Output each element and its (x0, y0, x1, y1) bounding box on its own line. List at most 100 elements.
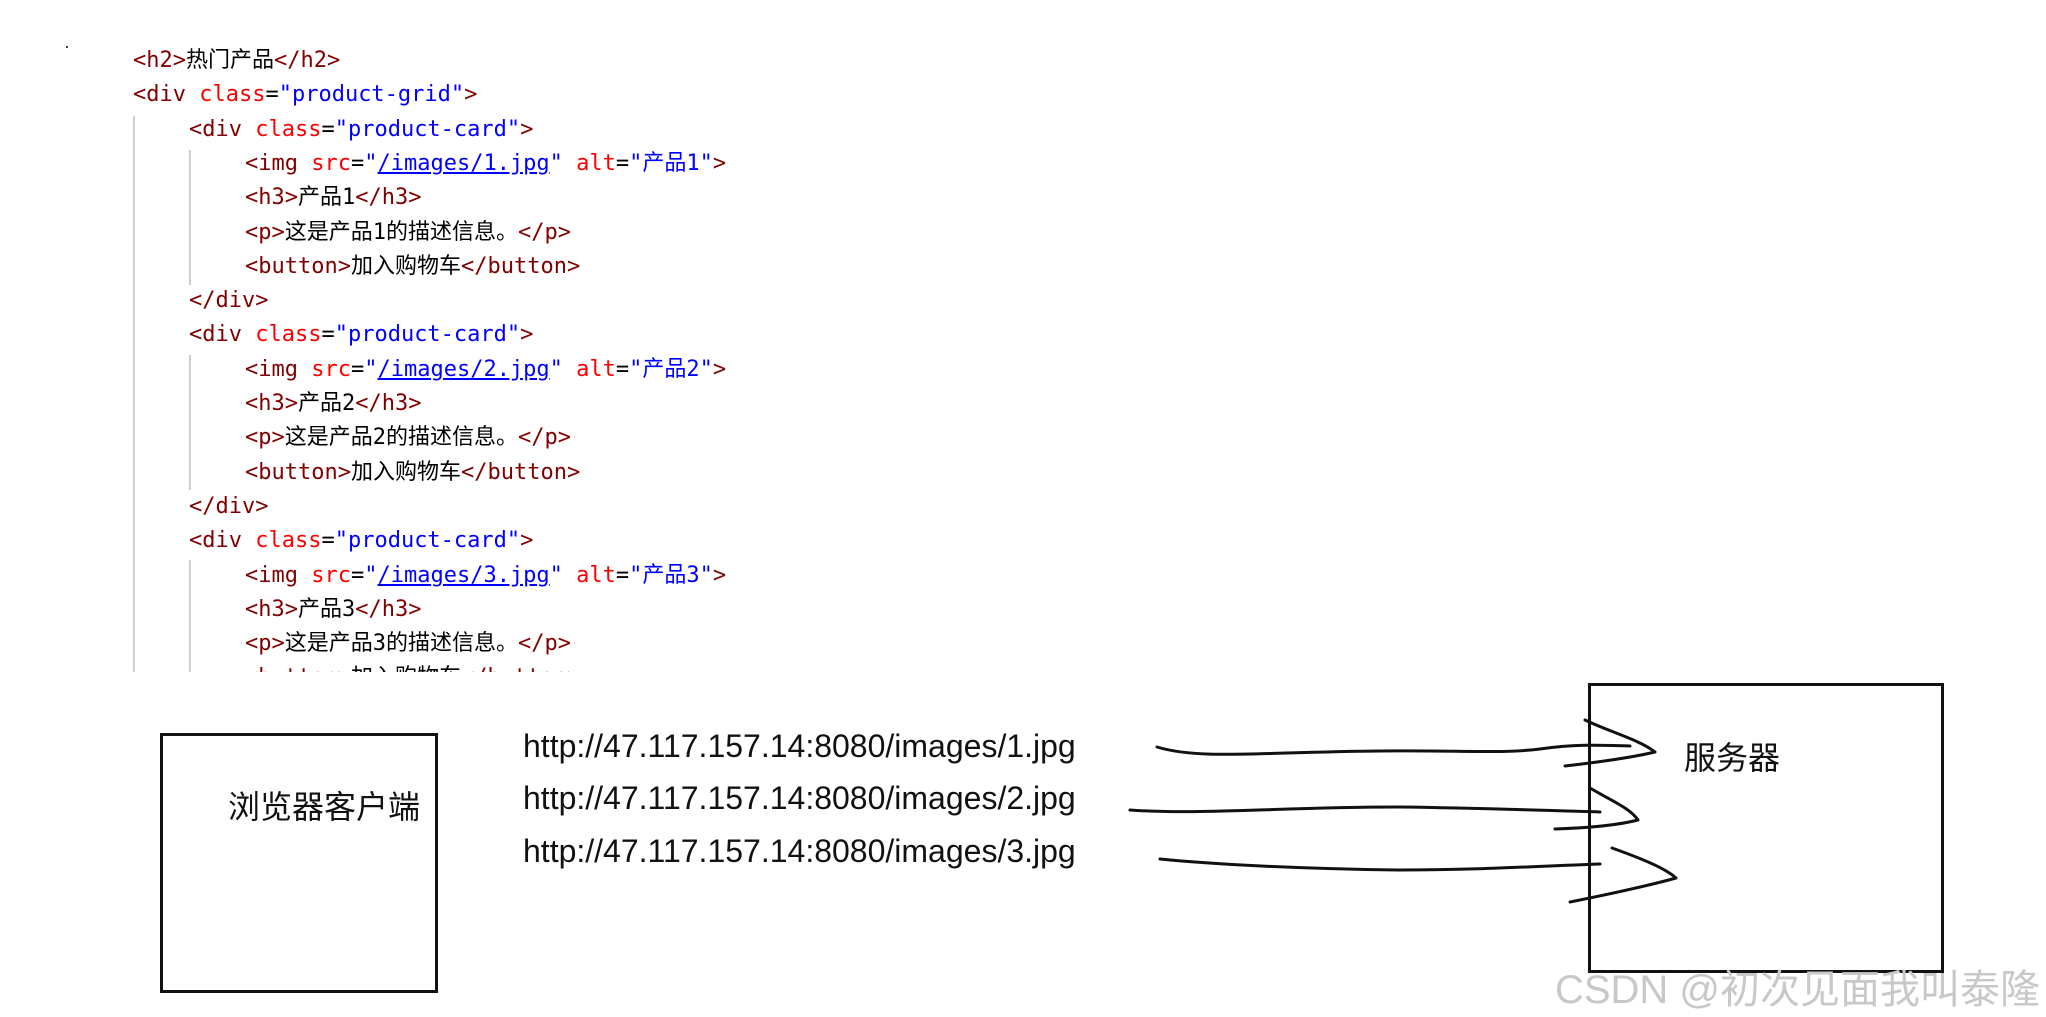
code-token: <div (189, 117, 256, 142)
code-token: </button> (460, 254, 581, 279)
code-token: <div (189, 322, 256, 347)
code-token: > (464, 82, 478, 107)
code-token: "product-card" (334, 117, 521, 142)
code-listing: <h2>热门产品</h2><div class="product-grid"><… (0, 0, 900, 672)
code-link[interactable]: /images/2.jpg (377, 357, 550, 382)
code-token: <img (245, 357, 312, 382)
code-token: alt (576, 563, 616, 588)
code-token: src (311, 151, 351, 176)
client-box (160, 733, 438, 993)
code-token: = (265, 82, 279, 107)
code-token: </h2> (274, 48, 341, 73)
arrowhead-3 (1568, 846, 1678, 904)
code-token: " (549, 151, 563, 176)
code-line: </div> (189, 492, 268, 526)
code-token: <p> (245, 425, 285, 450)
code-token: = (321, 322, 335, 347)
code-token: alt (576, 357, 616, 382)
code-token: 加入购物车 (350, 460, 461, 485)
code-line: <h2>热门产品</h2> (133, 46, 340, 80)
code-token: <button> (245, 254, 351, 279)
code-link[interactable]: /images/3.jpg (377, 563, 550, 588)
code-token: src (311, 563, 351, 588)
code-token: class (199, 82, 266, 107)
code-token: </button> (460, 460, 581, 485)
request-arrow-2 (1128, 805, 1602, 814)
code-token: "product-grid" (278, 82, 465, 107)
client-label: 浏览器客户端 (228, 789, 421, 825)
code-token: </h3> (355, 391, 422, 416)
code-token: class (255, 528, 322, 553)
indent-guide (189, 150, 191, 285)
code-token: class (255, 117, 322, 142)
code-token: <div (189, 528, 256, 553)
arrowhead-1 (1563, 718, 1657, 768)
code-line: <h3>产品1</h3> (245, 183, 421, 217)
code-token: <div (133, 82, 200, 107)
server-label: 服务器 (1684, 740, 1781, 776)
watermark: CSDN @初次见面我叫泰隆 (1554, 968, 2040, 1012)
code-token: "product-card" (334, 528, 521, 553)
arrowhead-2 (1553, 786, 1640, 831)
code-line: </div> (189, 286, 268, 320)
code-token: <img (245, 151, 312, 176)
code-token: alt (576, 151, 616, 176)
code-token: = (615, 357, 630, 382)
code-token: > (712, 357, 727, 382)
code-token: " (549, 357, 563, 382)
code-token: "产品3" (629, 563, 713, 588)
code-token: <h3> (245, 185, 298, 210)
code-line: <div class="product-card"> (189, 320, 533, 354)
request-arrow-3 (1158, 857, 1602, 872)
code-token: src (311, 357, 351, 382)
code-token: = (615, 151, 630, 176)
code-token: 这是产品2的描述信息。 (284, 425, 518, 450)
code-token: </div> (189, 494, 269, 519)
request-arrow-1 (1155, 743, 1632, 756)
code-token: = (350, 357, 365, 382)
code-line: <img src="/images/2.jpg" alt="产品2"> (245, 355, 726, 389)
code-token: = (321, 117, 335, 142)
code-token: " (549, 563, 563, 588)
stray-dot: · (64, 36, 70, 56)
code-line: <img src="/images/3.jpg" alt="产品3"> (245, 561, 726, 595)
code-line: <img src="/images/1.jpg" alt="产品1"> (245, 149, 726, 183)
code-token: 热门产品 (185, 48, 274, 73)
code-token: <img (245, 563, 312, 588)
code-token: 产品2 (297, 391, 356, 416)
code-token: </p> (518, 425, 571, 450)
request-url-2: http://47.117.157.14:8080/images/2.jpg (523, 780, 1076, 816)
code-token: <button> (245, 665, 351, 672)
code-token: 加入购物车 (351, 665, 461, 672)
code-line: <button>加入购物车</button> (245, 458, 580, 492)
code-line: <button>加入购物车</button> (245, 663, 580, 672)
code-line: <p>这是产品3的描述信息。</p> (245, 629, 571, 663)
code-token: 这是产品3的描述信息。 (284, 631, 518, 656)
code-token: class (255, 322, 322, 347)
code-line: <h3>产品2</h3> (245, 389, 421, 423)
code-token: </h3> (355, 185, 422, 210)
code-token: 加入购物车 (350, 254, 461, 279)
code-line: <h3>产品3</h3> (245, 595, 421, 629)
code-token: <button> (245, 460, 351, 485)
indent-guide (189, 560, 191, 672)
code-line: <div class="product-card"> (189, 526, 533, 560)
code-token: > (712, 563, 727, 588)
code-line: <p>这是产品2的描述信息。</p> (245, 423, 571, 457)
code-token: > (520, 117, 534, 142)
code-token: = (350, 151, 365, 176)
code-token: = (350, 563, 365, 588)
code-token: " (364, 151, 378, 176)
code-token: 这是产品1的描述信息。 (284, 220, 518, 245)
code-token: <h3> (245, 597, 298, 622)
code-token: "产品1" (629, 151, 713, 176)
code-token: </button> (461, 665, 580, 672)
code-token: <h3> (245, 391, 298, 416)
code-token: 产品1 (297, 185, 356, 210)
indent-guide (133, 116, 135, 672)
code-token: > (712, 151, 727, 176)
code-token: "product-card" (334, 322, 521, 347)
request-url-1: http://47.117.157.14:8080/images/1.jpg (523, 728, 1076, 764)
code-token: = (615, 563, 630, 588)
code-link[interactable]: /images/1.jpg (377, 151, 550, 176)
